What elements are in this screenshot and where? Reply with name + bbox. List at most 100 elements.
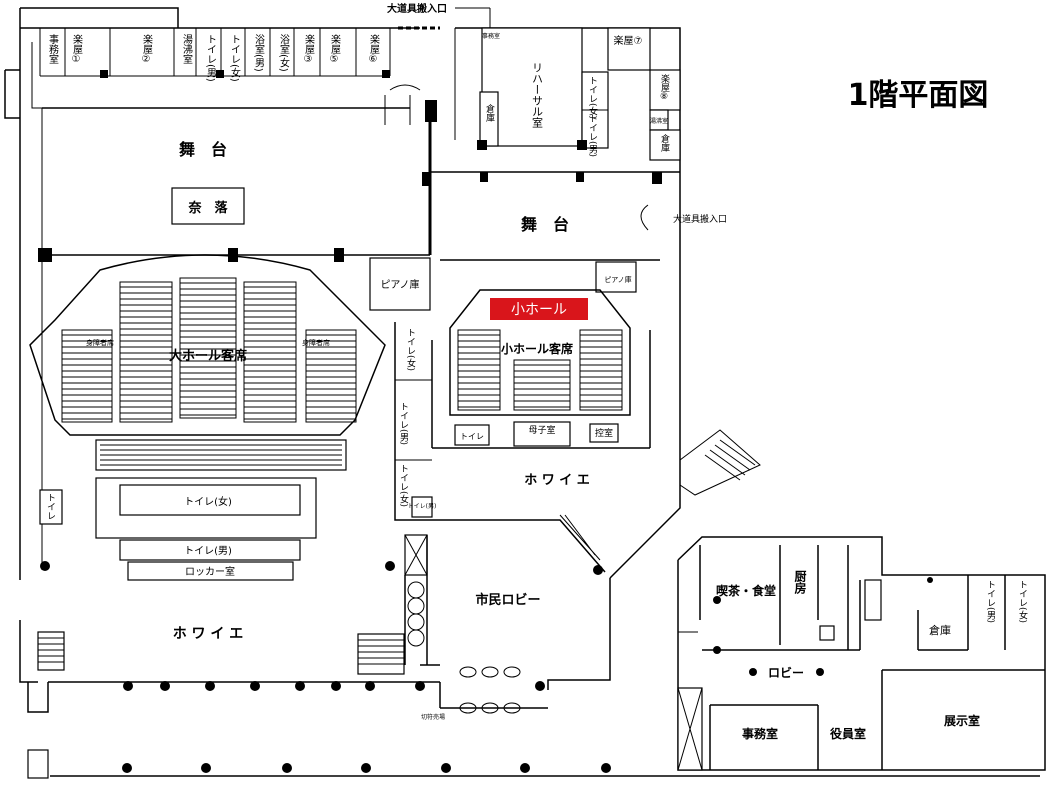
- seat-block: [179, 277, 237, 419]
- column: [601, 763, 611, 773]
- room-dressing-6: 楽屋⑥: [368, 33, 380, 65]
- backstage-rooms: 事務室 楽屋① 楽屋② 湯沸室 トイレ(男) トイレ(女) 浴室(男) 浴室(女…: [39, 28, 391, 82]
- waiting-room: 控室: [595, 427, 613, 439]
- ticket-booth: 切符売場: [421, 713, 445, 721]
- column: [250, 681, 260, 691]
- rehearsal-toilet-w: トイレ(女): [587, 76, 598, 119]
- small-hall-stage: [422, 171, 680, 293]
- room-bath-w: 浴室(女): [278, 34, 290, 72]
- small-hall-badge-label: 小ホール: [511, 302, 567, 318]
- column: [282, 763, 292, 773]
- column: [593, 565, 603, 575]
- column: [361, 763, 371, 773]
- room-dressing-2: 楽屋②: [141, 33, 153, 65]
- column: [331, 681, 341, 691]
- small-hall-auditorium: [431, 289, 651, 449]
- boiler-room: 湯沸室: [650, 117, 668, 125]
- mid-toilet-m: トイレ(男): [398, 402, 409, 445]
- dressing-7: 楽屋⑦: [614, 34, 643, 47]
- piano-storage-left-label: ピアノ庫: [380, 278, 419, 291]
- room-dressing-5: 楽屋⑤: [329, 33, 341, 65]
- column: [415, 681, 425, 691]
- rehearsal-room: リハーサル室: [531, 62, 544, 128]
- room-dressing-1: 楽屋①: [71, 33, 83, 65]
- loading-entrance-right: 大道具搬入口: [673, 213, 727, 225]
- room-toilet-m: トイレ(男): [205, 34, 217, 82]
- room-bath-m: 浴室(男): [253, 34, 265, 72]
- large-seats-label: 大ホール客席: [169, 348, 247, 364]
- large-toilet-women: トイレ(女): [184, 495, 232, 508]
- annex-toilet-m: トイレ(男): [985, 580, 996, 623]
- column: [40, 561, 50, 571]
- column: [385, 561, 395, 571]
- rehearsal-block: [454, 27, 681, 161]
- mid-toilet-w1: トイレ(女): [405, 328, 416, 371]
- seat-block: [457, 329, 501, 411]
- mid-toilets: [394, 322, 433, 521]
- piano-storage-right: ピアノ庫: [604, 275, 631, 284]
- column: [441, 763, 451, 773]
- seat-block: [305, 329, 357, 423]
- rehearsal-toilet-m: トイレ(男): [587, 114, 598, 157]
- piano-storage-left: [369, 257, 431, 311]
- annex-cafe: 喫茶・食堂: [716, 583, 776, 598]
- column: [365, 681, 375, 691]
- large-hall-stage: [38, 84, 437, 262]
- locker-room: ロッカー室: [185, 565, 235, 578]
- main-building-walls: [4, 7, 1040, 779]
- small-stage-label: 舞 台: [521, 215, 569, 234]
- annex-lobby: ロビー: [768, 665, 804, 680]
- small-seats-label: 小ホール客席: [501, 341, 573, 356]
- column: [520, 763, 530, 773]
- large-toilet-men: トイレ(男): [184, 545, 232, 557]
- annex-toilet-w: トイレ(女): [1017, 580, 1028, 623]
- annex-kitchen: 厨房: [793, 569, 807, 595]
- storage-b: 倉庫: [659, 133, 670, 153]
- disabled-seat-left: 身障者席: [86, 338, 114, 347]
- small-toilet: トイレ: [460, 432, 484, 441]
- room-dressing-3: 楽屋③: [303, 33, 315, 65]
- room-office: 事務室: [47, 33, 59, 64]
- mid-toilet-w2: トイレ(女): [398, 464, 409, 507]
- column: [295, 681, 305, 691]
- annex-office: 事務室: [742, 726, 778, 741]
- large-stage-label: 舞 台: [179, 140, 227, 159]
- mid-toilet-small: トイレ(男): [408, 503, 437, 510]
- annex-exhibition: 展示室: [944, 713, 980, 728]
- annex-storage: 倉庫: [929, 623, 951, 637]
- column: [201, 763, 211, 773]
- seat-block: [119, 281, 173, 423]
- small-hall-badge: [490, 298, 588, 320]
- annex-building: [677, 536, 1046, 771]
- room-kettle: 湯沸室: [181, 33, 193, 64]
- loading-entrance-top: 大道具搬入口: [387, 2, 447, 15]
- large-hall-auditorium: [29, 254, 386, 436]
- annex-executive: 役員室: [830, 726, 866, 741]
- column: [205, 681, 215, 691]
- column: [122, 763, 132, 773]
- dressing-8: 楽屋⑧: [659, 73, 670, 102]
- large-side-toilet: トイレ: [45, 493, 56, 520]
- citizen-lobby-area: [404, 514, 606, 665]
- small-office: 事務室: [482, 32, 500, 40]
- disabled-seat-right: 身障者席: [302, 338, 330, 347]
- citizen-lobby-label: 市民ロビー: [475, 592, 540, 608]
- entrance-doors: [459, 666, 521, 714]
- columns: [40, 561, 611, 773]
- room-toilet-w: トイレ(女): [229, 34, 241, 82]
- pit-label: 奈 落: [187, 200, 228, 216]
- large-foyer-label: ホ ワ イ エ: [173, 626, 244, 642]
- column: [123, 681, 133, 691]
- foyer-stairs: [37, 631, 405, 675]
- seat-block: [243, 281, 297, 423]
- column: [535, 681, 545, 691]
- large-hall-lower: [39, 439, 347, 581]
- column: [160, 681, 170, 691]
- seat-block: [579, 329, 623, 411]
- floor-title: 1階平面図: [848, 78, 989, 113]
- storage-a: 倉庫: [484, 103, 495, 123]
- seat-block: [513, 359, 571, 411]
- seat-block: [61, 329, 113, 423]
- nursing-room: 母子室: [528, 424, 555, 436]
